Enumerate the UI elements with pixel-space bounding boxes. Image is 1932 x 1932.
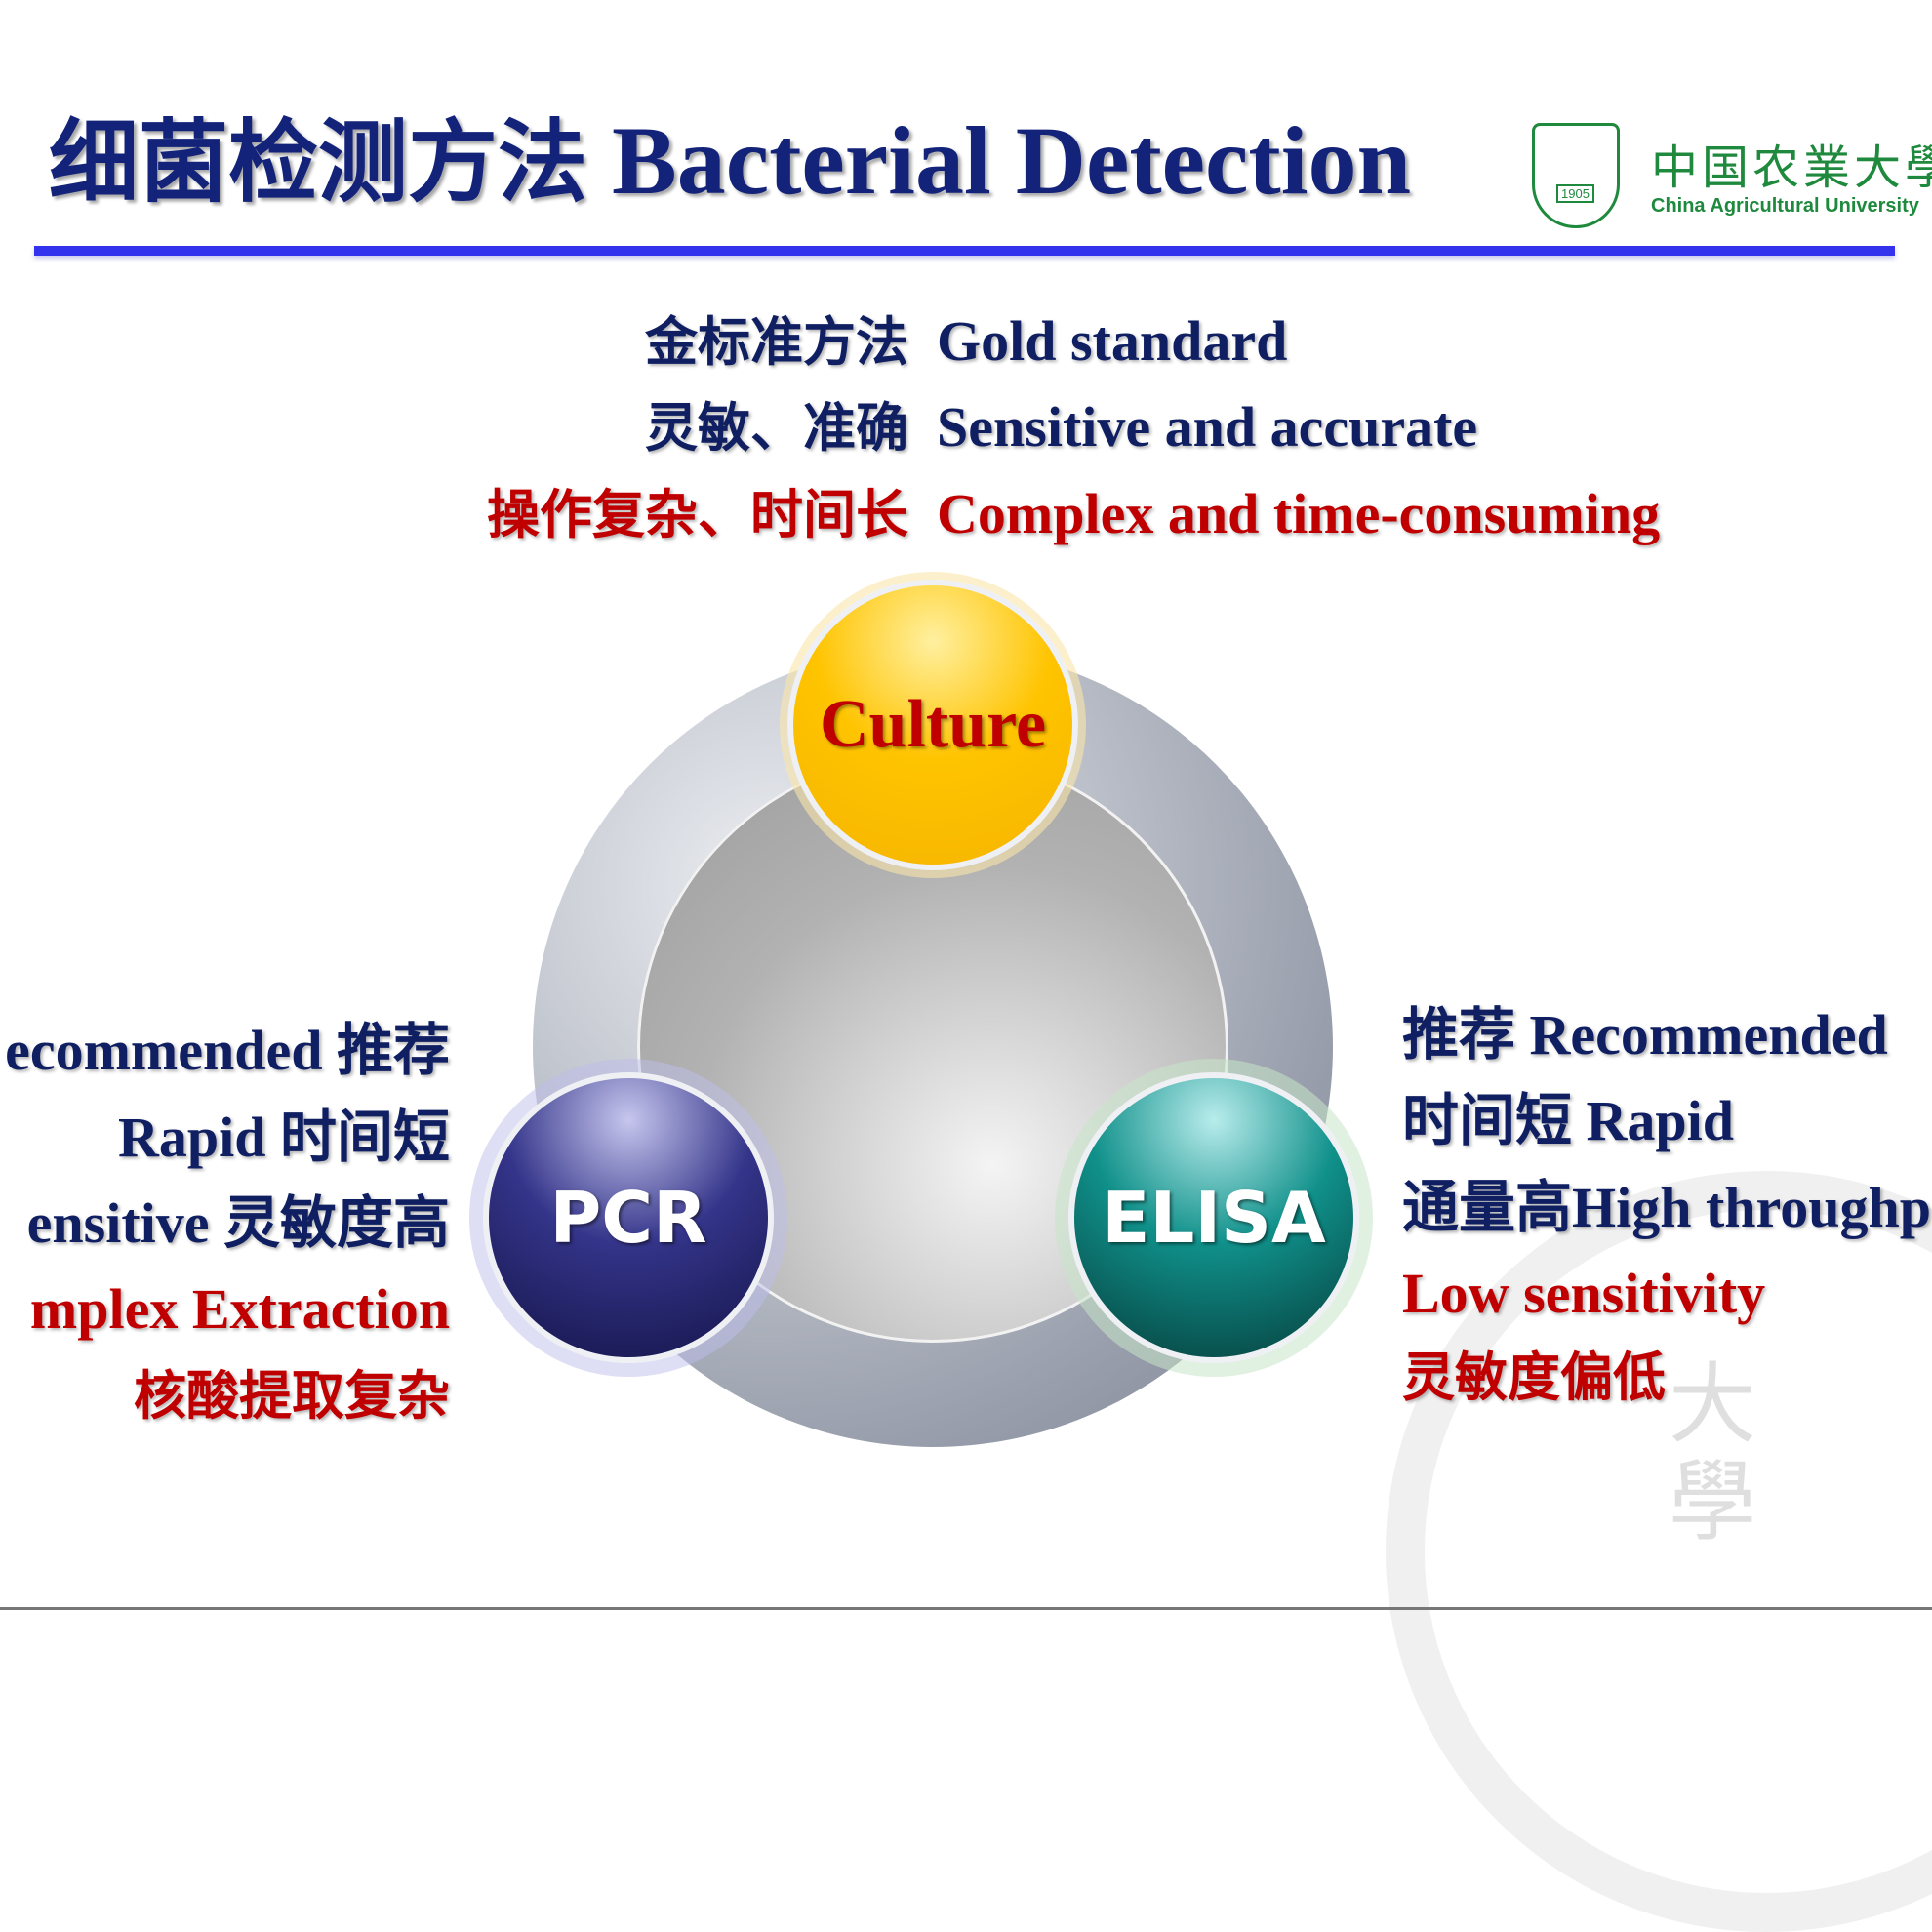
pcr-point-4: mplex Extraction <box>29 1277 450 1341</box>
culture-label: Culture <box>819 687 1047 762</box>
elisa-node: ELISA <box>1068 1072 1359 1363</box>
elisa-point-4: Low sensitivity <box>1402 1262 1766 1325</box>
pcr-point-3: ensitive 灵敏度高 <box>26 1191 450 1255</box>
culture-point-1-cn: 金标准方法 <box>645 311 908 373</box>
culture-point-2-en: Sensitive and accurate <box>937 395 1478 459</box>
culture-point-2-cn: 灵敏、准确 <box>645 397 908 459</box>
elisa-label: ELISA <box>1102 1177 1326 1259</box>
crest-icon: 1905 <box>1532 123 1620 228</box>
logo-name-cn: 中国农業大學 <box>1651 141 1932 195</box>
pcr-node: PCR <box>483 1072 774 1363</box>
title-en: Bacterial Detection <box>612 106 1412 215</box>
university-logo: 1905 中国农業大學 China Agricultural Universit… <box>1532 119 1932 236</box>
elisa-point-5: 灵敏度偏低 <box>1402 1347 1666 1408</box>
elisa-point-3: 通量高High throughp <box>1402 1176 1932 1239</box>
pcr-label: PCR <box>549 1177 707 1259</box>
crest-year: 1905 <box>1556 184 1594 203</box>
title-divider <box>34 246 1895 256</box>
watermark-text: 大學 <box>1669 1353 1756 1553</box>
pcr-point-1: ecommended 推荐 <box>5 1019 450 1082</box>
pcr-point-2: Rapid 时间短 <box>117 1106 450 1169</box>
slide-title: 细菌检测方法 Bacterial Detection <box>49 98 1411 224</box>
culture-node: Culture <box>787 580 1078 870</box>
elisa-point-1: 推荐 Recommended <box>1402 1003 1888 1067</box>
culture-point-1-en: Gold standard <box>937 309 1288 373</box>
slide-bottom-edge <box>0 1607 1932 1610</box>
elisa-point-2: 时间短 Rapid <box>1402 1089 1735 1152</box>
culture-point-3-en: Complex and time-consuming <box>937 482 1661 545</box>
culture-point-3-cn: 操作复杂、时间长 <box>487 484 908 545</box>
pcr-point-5: 核酸提取复杂 <box>134 1365 450 1427</box>
title-cn: 细菌检测方法 <box>49 110 588 215</box>
logo-name-en: China Agricultural University <box>1651 195 1919 217</box>
